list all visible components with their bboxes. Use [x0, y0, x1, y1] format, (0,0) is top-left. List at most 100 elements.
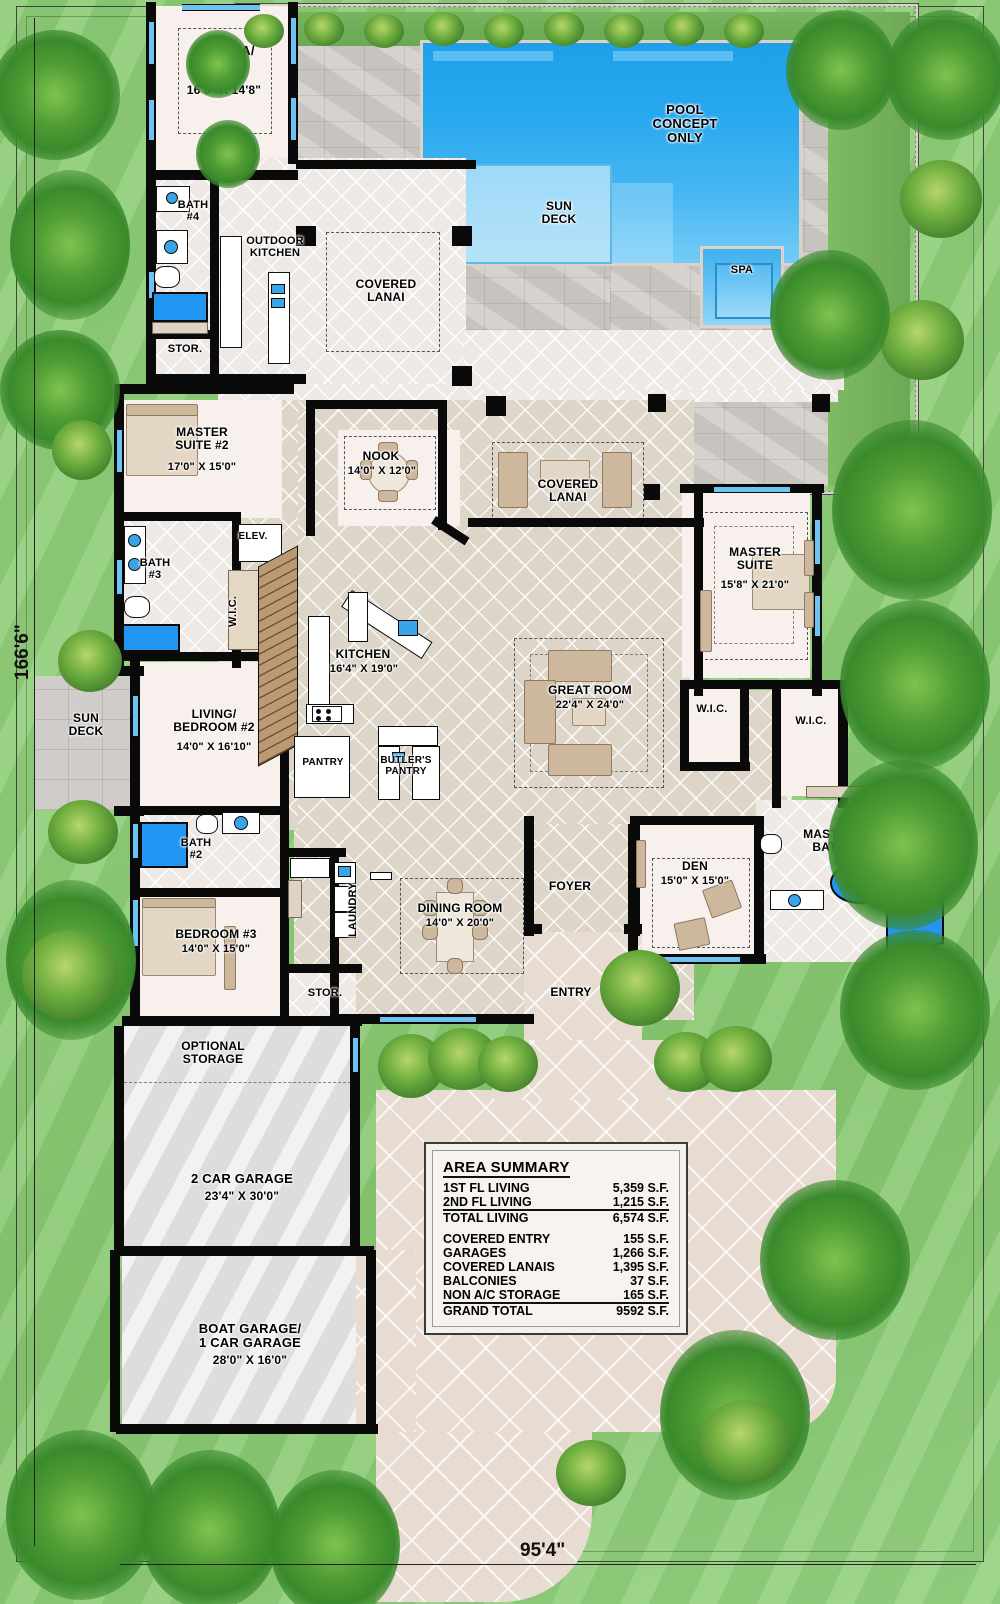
master-nightstand-1 — [804, 540, 814, 576]
area-summary-spacer — [443, 1225, 669, 1232]
cage-shrub — [304, 12, 344, 46]
wall-greatroom-north — [468, 518, 704, 527]
boat-garage-floor — [122, 1250, 374, 1432]
palm-tree — [270, 1470, 400, 1604]
driveway-garage-apron — [356, 1250, 416, 1432]
master-bed — [752, 554, 810, 610]
range-burner-4 — [326, 716, 331, 721]
wall-ms2-north — [114, 384, 294, 394]
wall-garage-south — [116, 1424, 378, 1434]
bath2-toilet — [196, 814, 218, 834]
area-summary-value: 165 S.F. — [584, 1288, 669, 1304]
cage-shrub — [364, 14, 404, 48]
ms2-headboard — [126, 404, 198, 416]
lanai-post-6 — [812, 394, 830, 412]
bed3-headboard — [142, 898, 216, 908]
wall-nook-west — [306, 400, 315, 536]
two-car-garage-floor — [122, 1026, 356, 1250]
wall-garage-step — [116, 1246, 374, 1256]
butlers-sink — [392, 752, 405, 763]
shrub — [52, 420, 112, 480]
window-cabana-e2 — [290, 98, 297, 140]
wall-bath3-south — [114, 652, 288, 661]
outdoor-kitchen-lanai-floor — [218, 158, 466, 384]
wall-garage-north — [122, 1016, 362, 1026]
elevator-car — [238, 524, 282, 562]
palm-tree — [832, 420, 992, 600]
nook-chair-3 — [378, 442, 398, 454]
garage-divider-dash — [124, 1082, 356, 1084]
window-den-s — [652, 956, 740, 963]
lanai-post-4 — [486, 396, 506, 416]
covered-lanai-1-outline — [326, 232, 440, 352]
wall-stor-south — [146, 374, 306, 384]
window-ms2-w1 — [116, 430, 123, 472]
wall-bath4-south — [146, 330, 218, 339]
wic-master-1-floor — [686, 686, 742, 768]
wall-stor-bottom-s — [286, 1016, 362, 1025]
window-master-e2 — [814, 596, 821, 636]
area-summary-value: 5,359 S.F. — [612, 1181, 669, 1195]
palm-tree — [760, 1180, 910, 1340]
shrub — [700, 1026, 772, 1092]
area-summary-value: 6,574 S.F. — [612, 1211, 669, 1225]
wic-master-2-floor — [780, 686, 842, 796]
outdoor-kitchen-sink — [271, 284, 285, 294]
master-nightstand-2 — [804, 592, 814, 628]
shrub — [900, 160, 982, 238]
palm-tree — [10, 170, 130, 320]
wall-wic2-w — [772, 688, 781, 808]
wall-foyer-east — [630, 816, 640, 936]
bath3-toilet — [124, 596, 150, 618]
pantry-shelves — [294, 736, 350, 798]
master-sink-2 — [788, 894, 801, 907]
dining-table — [436, 892, 474, 962]
window-master-n — [714, 486, 790, 493]
dim-label-width: 95'4" — [520, 1540, 566, 1561]
lanai-post-1 — [296, 226, 316, 246]
staircase — [258, 545, 298, 767]
wall-west-1 — [114, 384, 124, 674]
wall-nook-east — [438, 400, 447, 530]
wall-wic1-e — [740, 688, 749, 770]
area-summary-title: AREA SUMMARY — [443, 1159, 570, 1178]
lanai-sofa-left — [498, 452, 528, 508]
wall-west-hall-east — [280, 660, 289, 1020]
butlers-counter-top — [378, 726, 438, 746]
window-garage-e — [352, 1038, 359, 1072]
area-summary-label: 1ST FL LIVING — [443, 1181, 530, 1195]
dining-chair-6 — [447, 958, 463, 974]
laundry-closet — [288, 880, 302, 918]
window-bath2-w — [132, 824, 139, 858]
kitchen-sink — [398, 620, 418, 636]
window-bath3-w — [116, 560, 123, 594]
master-dresser — [700, 590, 712, 652]
palm-tree — [840, 600, 990, 770]
wall-master-east — [812, 484, 822, 696]
wall-sundeck-north — [114, 666, 144, 676]
outdoor-kitchen-counter-1 — [220, 236, 242, 348]
master-toilet — [760, 834, 782, 854]
bath4-shower — [152, 292, 208, 322]
dim-line-horizontal — [120, 1564, 976, 1565]
shrub — [556, 1440, 626, 1506]
dim-label-depth: 166'6" — [12, 624, 33, 680]
wall-den-east — [754, 824, 764, 962]
outdoor-kitchen-counter-2 — [268, 272, 290, 364]
wall-liv2-south — [130, 806, 288, 815]
wall-sundeck-south — [114, 806, 144, 816]
window-cabana-north — [182, 4, 260, 11]
palm-tree — [840, 930, 990, 1090]
great-room-coffee-table — [572, 698, 606, 726]
wall-master-west — [694, 486, 703, 696]
bed3-bed — [142, 906, 216, 976]
area-summary-label: 2ND FL LIVING — [443, 1195, 585, 1211]
great-room-sofa-bottom — [548, 744, 612, 776]
area-summary-label: NON A/C STORAGE — [443, 1288, 585, 1304]
wall-wic1-s — [680, 762, 750, 771]
area-summary-value: 37 S.F. — [630, 1274, 669, 1288]
